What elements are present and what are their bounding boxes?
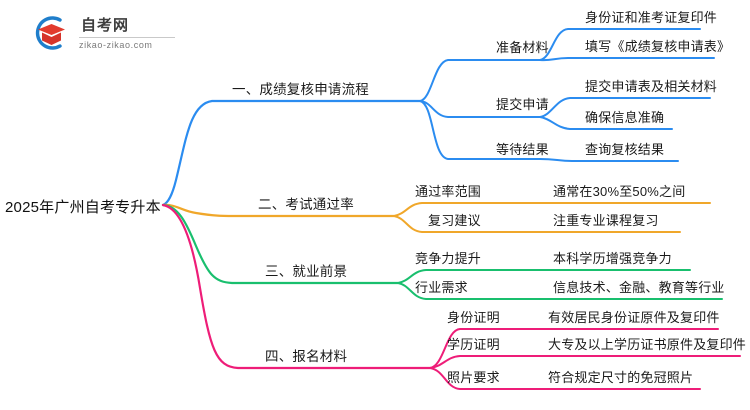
leaf-id-and-admission-copy[interactable]: 身份证和准考证复印件 [585,10,718,25]
subnode-photo-requirement[interactable]: 照片要求 [447,370,500,385]
leaf-ensure-accurate-info[interactable]: 确保信息准确 [585,110,665,125]
leaf-diploma-original-copy[interactable]: 大专及以上学历证书原件及复印件 [548,337,747,352]
leaf-focus-major-courses[interactable]: 注重专业课程复习 [553,213,659,228]
subnode-prepare-materials[interactable]: 准备材料 [496,40,549,55]
wire-child3-leaf1 [539,158,679,162]
leaf-pass-rate-value[interactable]: 通常在30%至50%之间 [553,184,686,199]
branch-node-4[interactable]: 四、报名材料 [265,349,348,364]
branch-node-2[interactable]: 二、考试通过率 [258,197,354,212]
leaf-industries-list[interactable]: 信息技术、金融、教育等行业 [553,280,725,295]
logo-wordmark: 自考网 zikao-zikao.com [79,16,175,50]
logo-divider [79,37,175,38]
wire-root-branch4 [161,203,432,370]
leaf-bareheaded-photo[interactable]: 符合规定尺寸的免冠照片 [548,370,694,385]
branch-node-1[interactable]: 一、成绩复核申请流程 [232,82,369,97]
logo-name-cn: 自考网 [81,17,130,34]
leaf-bachelor-boosts-competitiveness[interactable]: 本科学历增强竞争力 [553,251,672,266]
wire-root-branch1 [161,99,422,207]
leaf-submit-form-and-materials[interactable]: 提交申请表及相关材料 [585,79,718,94]
subnode-review-advice[interactable]: 复习建议 [428,213,481,228]
leaf-fill-review-form[interactable]: 填写《成绩复核申请表》 [585,39,731,54]
site-logo: 自考网 zikao-zikao.com [30,12,175,54]
subnode-submit-application[interactable]: 提交申请 [496,97,549,112]
logo-name-en: zikao-zikao.com [79,40,153,50]
subnode-identity-proof[interactable]: 身份证明 [447,310,500,325]
subnode-pass-rate-range[interactable]: 通过率范围 [415,184,482,199]
graduation-cap-icon [30,12,72,54]
subnode-industry-demand[interactable]: 行业需求 [415,280,468,295]
mindmap-root-node[interactable]: 2025年广州自考专升本 [5,199,161,216]
leaf-valid-id-original-copy[interactable]: 有效居民身份证原件及复印件 [548,310,720,325]
subnode-competitiveness[interactable]: 竞争力提升 [415,251,482,266]
branch-node-3[interactable]: 三、就业前景 [265,264,348,279]
subnode-wait-result[interactable]: 等待结果 [496,142,549,157]
wire-child1-leaf2 [539,57,715,62]
subnode-education-proof[interactable]: 学历证明 [447,337,500,352]
leaf-query-review-result[interactable]: 查询复核结果 [585,142,665,157]
